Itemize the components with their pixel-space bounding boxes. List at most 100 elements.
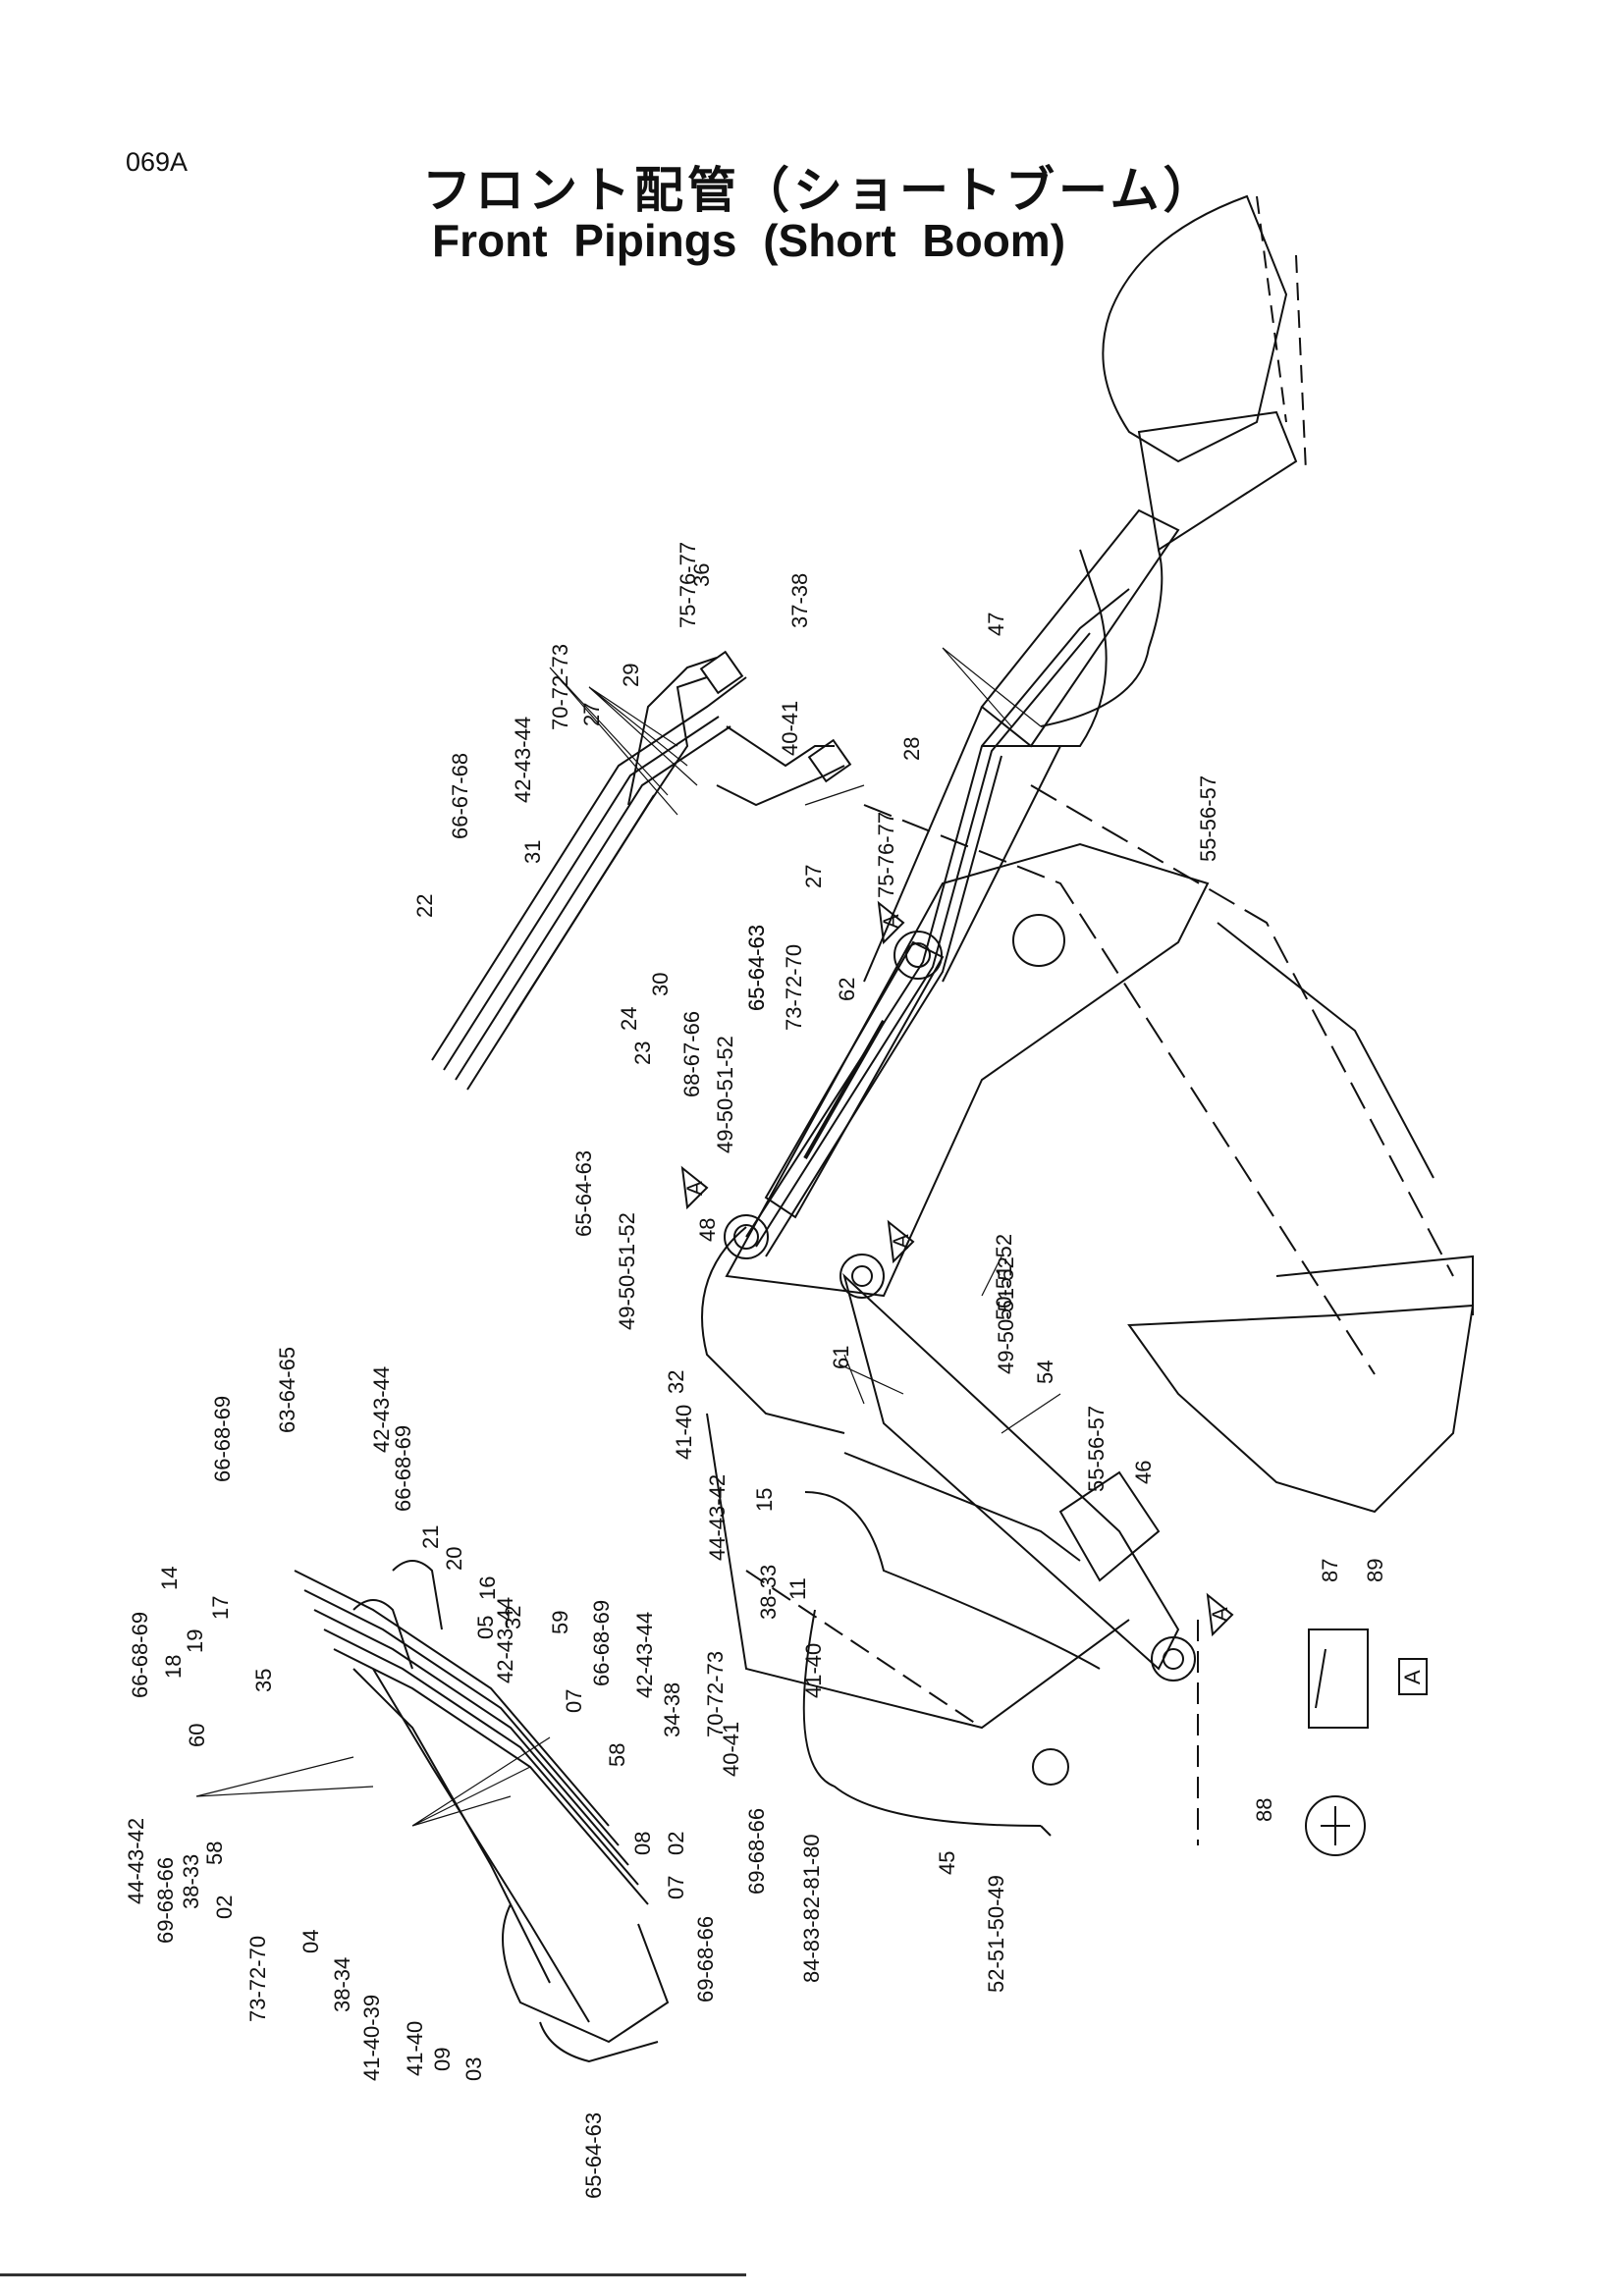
callout: 34-38: [660, 1682, 684, 1737]
callout: 23: [630, 1041, 655, 1065]
callout: 66-68-69: [589, 1600, 614, 1686]
callout: 15: [752, 1488, 777, 1512]
callout: 28: [899, 737, 924, 761]
callout: 41-40: [403, 2021, 427, 2076]
callout: 68-67-66: [679, 1011, 704, 1097]
callout: 14: [157, 1567, 182, 1590]
inset-bottom-pipes: [294, 1560, 670, 2063]
callout: 38-33: [756, 1565, 781, 1620]
callout: 42-43-44: [632, 1612, 657, 1698]
callout: 69-68-66: [153, 1857, 178, 1944]
marker-a: A: [1400, 1670, 1425, 1684]
callout: 66-67-68: [448, 753, 472, 839]
callout: 30: [648, 973, 673, 996]
callout: 27: [801, 865, 826, 888]
callout: 75-76-77: [874, 812, 898, 898]
callout: 70-72-73: [703, 1651, 728, 1737]
callout: 44-43-42: [124, 1818, 148, 1904]
callout: 75-76-77: [676, 542, 700, 628]
callout: 58: [202, 1842, 227, 1865]
callout: 16: [475, 1576, 500, 1600]
callout: 87: [1318, 1559, 1342, 1582]
callout: 66-68-69: [210, 1396, 235, 1482]
callout-leader-lines: [195, 647, 1061, 1827]
callout: 02: [212, 1896, 237, 1919]
callout: 54: [1033, 1361, 1057, 1384]
callout: 40-41: [778, 701, 802, 756]
callout: 49-50-51-52: [713, 1036, 737, 1153]
callout: 49-50-51-52: [615, 1212, 639, 1330]
callout: 65-64-63: [744, 925, 769, 1011]
callout: 66-68-69: [128, 1612, 152, 1698]
callout: 08: [630, 1832, 655, 1855]
hydraulic-pipes: [701, 549, 1164, 1670]
callout: 49-50-51-52: [994, 1256, 1018, 1374]
callout: 58: [605, 1743, 629, 1767]
callout: 17: [208, 1596, 233, 1620]
callout: 73-72-70: [782, 944, 806, 1031]
callout: 19: [183, 1629, 207, 1653]
title-english: Front Pipings (Short Boom): [432, 215, 1066, 266]
callout: 65-64-63: [571, 1150, 596, 1237]
callout: 62: [835, 978, 859, 1001]
marker-a: A: [889, 1234, 913, 1249]
triangle-markers: [680, 900, 1234, 1637]
callout: 32: [501, 1606, 525, 1629]
callout: 29: [619, 664, 643, 687]
page-id: 069A: [126, 147, 189, 177]
callout: 04: [298, 1930, 323, 1953]
callout: 70-72-73: [548, 644, 572, 730]
callout: 52-51-50-49: [984, 1875, 1008, 1993]
callout: 41-40: [801, 1643, 826, 1698]
callout: 41-40-39: [359, 1995, 384, 2081]
callout: 66-68-69: [391, 1425, 415, 1512]
callout: 61: [829, 1346, 853, 1369]
callout: 69-68-66: [744, 1808, 769, 1895]
detail-a-box: [1305, 1629, 1428, 1856]
callout: 48: [695, 1218, 720, 1242]
callout: 38-33: [179, 1854, 203, 1909]
callout: 03: [461, 2057, 486, 2081]
callout: 69-68-66: [693, 1916, 718, 2002]
callout: 32: [664, 1370, 688, 1394]
callout: 59: [548, 1611, 572, 1634]
callout: 22: [412, 894, 437, 918]
marker-a: A: [1208, 1607, 1232, 1622]
callout: 45: [935, 1851, 959, 1875]
callout: 35: [251, 1669, 276, 1692]
excavator-front-outline: [706, 194, 1475, 1845]
callout: 88: [1252, 1798, 1276, 1822]
callout: 24: [617, 1007, 641, 1031]
callout: 65-64-63: [581, 2112, 606, 2199]
callout: 09: [430, 2048, 455, 2071]
footer-rule: [0, 2273, 746, 2276]
title-japanese: フロント配管（ショートブーム）: [422, 162, 1217, 219]
callout: 89: [1363, 1559, 1387, 1582]
callout: 65-64-63: [744, 925, 769, 1011]
callout: 38-34: [330, 1957, 354, 2012]
callout: 36: [689, 563, 714, 587]
callout: 18: [161, 1655, 186, 1679]
callout: 42-43-44: [511, 717, 535, 803]
marker-a: A: [682, 1181, 707, 1196]
callout: 73-72-70: [245, 1936, 270, 2022]
callout: 27: [579, 703, 604, 726]
callout: 05: [473, 1616, 498, 1639]
callout: 11: [785, 1577, 810, 1600]
callout: 84-83-82-81-80: [799, 1834, 824, 1983]
callout: 02: [664, 1832, 688, 1855]
callout: 44-43-42: [705, 1474, 730, 1561]
marker-a: A: [879, 914, 903, 929]
callout: 41-40: [672, 1405, 696, 1460]
callout: 40-41: [719, 1722, 743, 1777]
callout: 42-43-44: [493, 1597, 517, 1683]
callout: 55-56-57: [1084, 1406, 1109, 1492]
callout: 20: [442, 1547, 466, 1571]
callout: 07: [664, 1876, 688, 1899]
callout: 31: [520, 840, 545, 864]
callout: 46: [1131, 1461, 1156, 1484]
callout: 37-38: [787, 573, 812, 628]
callout: 55-56-57: [1196, 775, 1220, 862]
callout: 47: [984, 613, 1008, 636]
